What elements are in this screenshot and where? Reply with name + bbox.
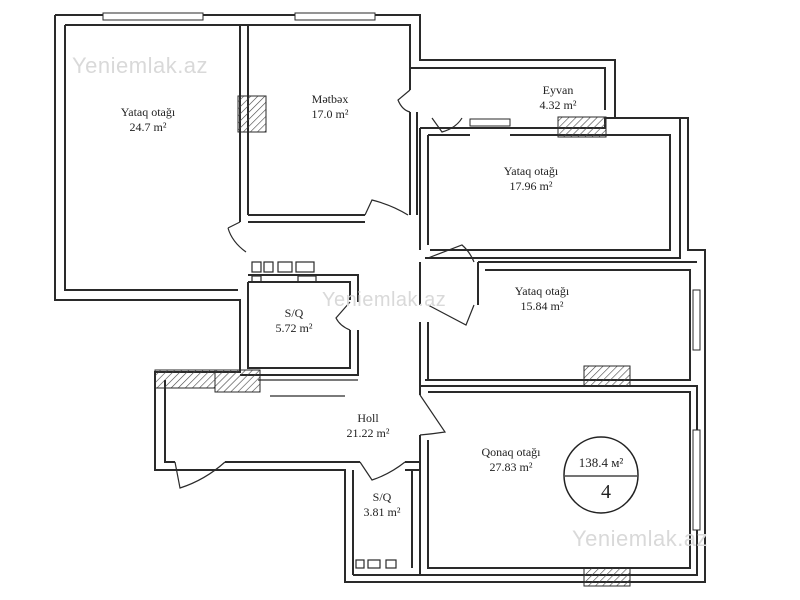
watermark: Yeniemlak.az	[572, 526, 709, 551]
watermark: Yeniemlak.az	[72, 53, 209, 78]
room-label-balcony: Eyvan 4.32 m²	[540, 83, 577, 113]
room-area: 21.22 m²	[346, 426, 390, 440]
room-label-bedroom-1: Yataq otağı 24.7 m²	[121, 105, 175, 135]
room-area: 17.0 m²	[311, 107, 349, 121]
room-name: Eyvan	[542, 83, 574, 97]
room-name: Qonaq otağı	[481, 445, 541, 459]
room-name: Yataq otağı	[120, 105, 176, 119]
room-name: S/Q	[284, 306, 304, 320]
summary-badge	[563, 436, 639, 514]
room-label-kitchen: Mətbəx 17.0 m²	[312, 92, 349, 122]
room-name: Holl	[357, 411, 379, 425]
windows	[102, 12, 701, 531]
room-area: 24.7 m²	[129, 120, 167, 134]
room-name: Mətbəx	[311, 92, 349, 106]
room-name: Yataq otağı	[514, 284, 570, 298]
fixtures	[251, 261, 397, 569]
room-count: 4	[601, 481, 611, 503]
watermark: Yeniemlak.az	[322, 289, 447, 311]
room-name: Yataq otağı	[503, 164, 559, 178]
room-area: 3.81 m²	[363, 505, 401, 519]
room-label-living-room: Qonaq otağı 27.83 m²	[482, 445, 541, 475]
room-area: 4.32 m²	[539, 98, 577, 112]
room-label-bathroom-1: S/Q 5.72 m²	[276, 306, 313, 336]
room-area: 15.84 m²	[520, 299, 564, 313]
columns	[154, 95, 631, 587]
room-area: 17.96 m²	[509, 179, 553, 193]
doors	[174, 89, 475, 489]
room-label-hall: Holl 21.22 m²	[347, 411, 390, 441]
room-area: 5.72 m²	[275, 321, 313, 335]
room-area: 27.83 m²	[489, 460, 533, 474]
room-name: S/Q	[372, 490, 392, 504]
room-label-bathroom-2: S/Q 3.81 m²	[364, 490, 401, 520]
room-label-bedroom-2: Yataq otağı 17.96 m²	[504, 164, 558, 194]
total-area: 138.4 м²	[578, 455, 624, 470]
room-label-bedroom-3: Yataq otağı 15.84 m²	[515, 284, 569, 314]
